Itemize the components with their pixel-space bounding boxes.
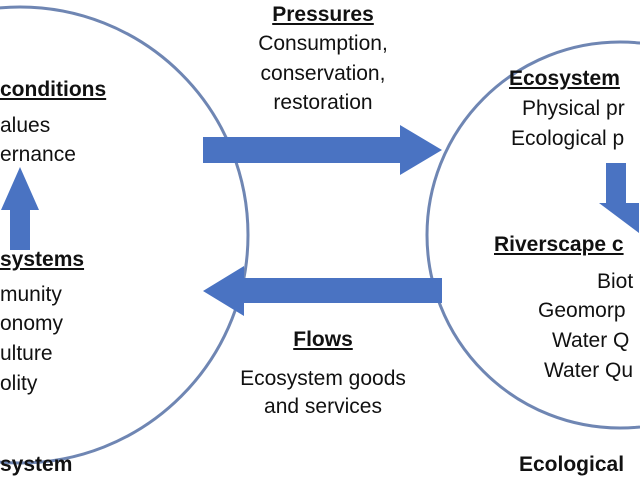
riverscape-line-1: Biot [597, 270, 634, 293]
flows-heading: Flows [293, 328, 353, 351]
systems-heading: systems [0, 248, 85, 271]
ecosystem-heading: Ecosystem [509, 67, 620, 90]
pressures-arrow [203, 125, 442, 175]
conditions-line-2: ernance [0, 143, 76, 166]
right-down-arrow [599, 163, 639, 233]
riverscape-line-2: Geomorp [538, 299, 626, 322]
flows-arrow [203, 266, 442, 316]
left-up-arrow [1, 167, 39, 250]
systems-line-2: onomy [0, 312, 64, 335]
pressures-line-2: conservation, [260, 62, 386, 85]
systems-line-4: olity [0, 372, 38, 395]
ecosystem-line-2: Ecological p [511, 127, 625, 150]
flows-line-1: Ecosystem goods [240, 367, 406, 390]
right-circle [425, 40, 640, 430]
conditions-line-1: alues [0, 114, 51, 137]
left-circle [0, 5, 250, 465]
riverscape-heading: Riverscape c [494, 233, 624, 256]
riverscape-line-3: Water Q [552, 329, 630, 352]
pressures-heading: Pressures [272, 3, 374, 26]
conditions-heading: conditions [0, 78, 107, 101]
pressures-line-1: Consumption, [258, 32, 388, 55]
right-footer: Ecological [519, 453, 625, 476]
ecosystem-line-1: Physical pr [522, 97, 625, 120]
pressures-line-3: restoration [273, 91, 373, 114]
systems-line-1: munity [0, 283, 62, 306]
left-footer: system [0, 453, 73, 476]
flows-line-2: and services [264, 395, 382, 418]
riverscape-line-4: Water Qu [544, 359, 634, 382]
systems-line-3: ulture [0, 342, 53, 365]
